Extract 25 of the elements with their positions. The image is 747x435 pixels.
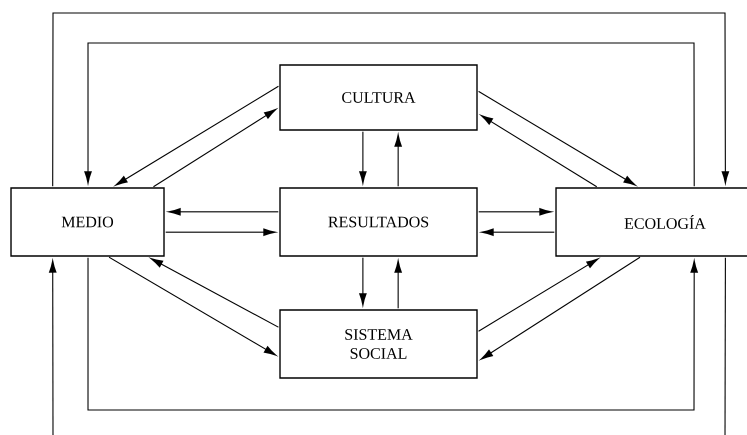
arrow [150, 258, 279, 328]
arrow [359, 132, 367, 184]
process-box: RESULTADOS [279, 187, 478, 257]
arrow [478, 90, 636, 186]
arrow [153, 108, 276, 188]
process-box: SISTEMA SOCIAL [279, 309, 478, 379]
process-box: MEDIO [10, 187, 165, 257]
arrow [481, 228, 554, 236]
arrow [480, 114, 598, 188]
process-box: CULTURA [279, 64, 478, 131]
arrow [359, 258, 367, 306]
arrow [108, 256, 276, 356]
arrow [478, 208, 552, 216]
arrow [394, 260, 402, 308]
process-box: ECOLOGÍA [555, 187, 747, 257]
arrow [49, 260, 56, 435]
arrow [52, 12, 730, 186]
arrow [394, 134, 402, 186]
arrow [166, 228, 276, 236]
arrow [87, 258, 698, 411]
arrow [480, 256, 640, 360]
arrow [84, 42, 695, 186]
arrow [478, 258, 599, 332]
arrow [115, 86, 279, 186]
arrow [168, 208, 278, 216]
